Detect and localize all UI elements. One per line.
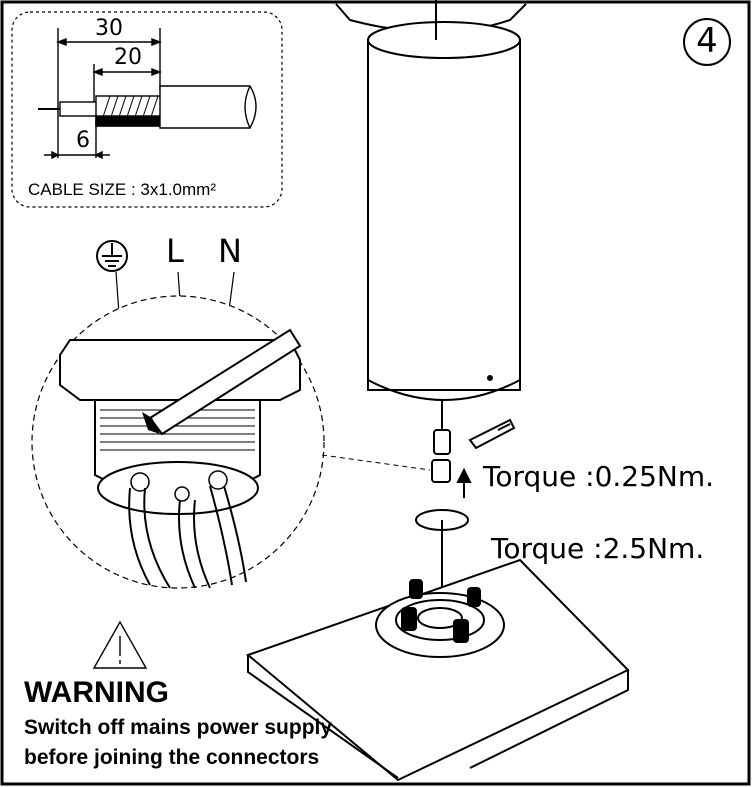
warning-triangle-icon <box>92 620 148 669</box>
cable-size-label: CABLE SIZE : 3x1.0mm² <box>28 180 216 199</box>
dim-outer-label: 30 <box>95 16 123 41</box>
dim-inner-label: 20 <box>114 45 142 70</box>
warning-title: WARNING <box>24 676 169 709</box>
step-number-badge: 4 <box>683 18 731 66</box>
base-plate <box>246 558 630 782</box>
dim-strip-label: 6 <box>76 128 90 153</box>
warning-line-1: Switch off mains power supply <box>24 716 333 739</box>
torque-top-label: Torque :0.25Nm. <box>483 460 715 493</box>
tighten-arrow-icon <box>456 467 472 498</box>
connector-magnified-view <box>31 295 325 589</box>
magnify-leader <box>321 454 431 471</box>
earth-ground-icon <box>96 240 128 272</box>
terminal-live-label: L <box>166 232 184 270</box>
cable-drawing <box>38 28 257 160</box>
cable-detail-box <box>11 11 283 208</box>
terminal-neutral-label: N <box>218 232 242 270</box>
warning-line-2: before joining the connectors <box>24 746 320 769</box>
luminaire-body <box>335 0 527 401</box>
torque-bottom-label: Torque :2.5Nm. <box>491 532 705 565</box>
